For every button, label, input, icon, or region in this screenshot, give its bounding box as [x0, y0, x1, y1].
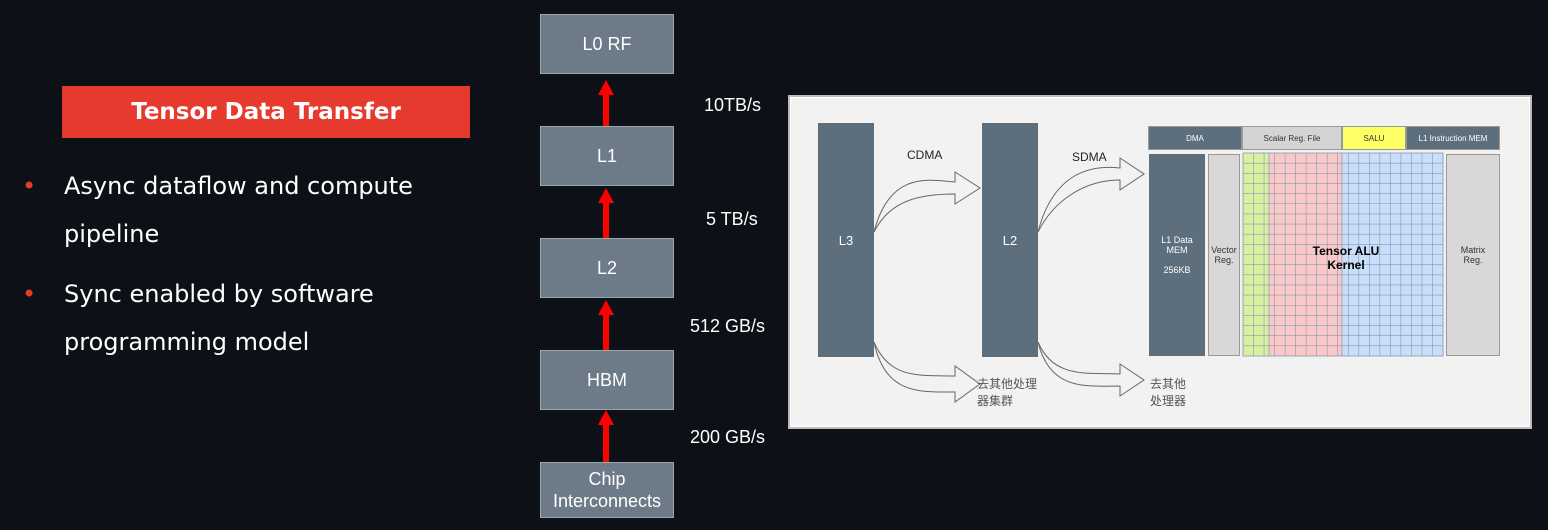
bullet-item: • Sync enabled by software programming mo…	[22, 270, 492, 366]
bandwidth-label: 5 TB/s	[706, 209, 758, 229]
l1-data-mem-block: L1 Data MEM 256KB	[1149, 154, 1205, 356]
vector-reg-label: Vector Reg.	[1211, 245, 1237, 265]
sdma-label: SDMA	[1072, 150, 1107, 164]
scalar-reg-header: Scalar Reg. File	[1242, 126, 1342, 150]
bandwidth-label: 200 GB/s	[690, 427, 766, 447]
l1-imem-header: L1 Instruction MEM	[1406, 126, 1500, 150]
arrow-shaft	[603, 314, 609, 350]
section-title: Tensor Data Transfer	[62, 86, 470, 138]
arrow-head	[598, 410, 614, 425]
bullet-dot-icon: •	[22, 172, 37, 200]
other-cluster-label: 去其他处理器集群	[977, 377, 1038, 408]
matrix-reg-block: Matrix Reg.	[1446, 154, 1500, 356]
arrow-shaft	[603, 202, 609, 238]
arrow-head	[598, 188, 614, 203]
salu-header: SALU	[1342, 126, 1406, 150]
arrow-shaft	[603, 94, 609, 126]
tensor-alu-label: Tensor ALU Kernel	[1312, 244, 1380, 272]
bandwidth-label: 10TB/s	[704, 95, 762, 115]
bullet-dot-icon: •	[22, 280, 37, 308]
mem-hbm: HBM	[540, 350, 674, 410]
other-proc-label: 去其他处理器	[1150, 377, 1187, 408]
matrix-reg-label: Matrix Reg.	[1460, 245, 1486, 265]
l1-data-label: L1 Data MEM	[1161, 235, 1193, 255]
sdma-arrow	[1037, 157, 1145, 233]
l3-block: L3	[818, 123, 874, 357]
l1-size-label: 256KB	[1163, 265, 1191, 275]
l2-down-arrow	[1037, 341, 1145, 397]
cdma-arrow	[873, 171, 981, 233]
tensor-grid	[1242, 152, 1444, 357]
l2-block: L2	[982, 123, 1038, 357]
arrow-head	[598, 300, 614, 315]
dma-header: DMA	[1148, 126, 1242, 150]
vector-reg-block: Vector Reg.	[1208, 154, 1240, 356]
l3-down-arrow	[873, 341, 981, 403]
mem-l1: L1	[540, 126, 674, 186]
mem-l2: L2	[540, 238, 674, 298]
bullet-text: Sync enabled by software programming mod…	[64, 280, 374, 356]
arrow-head	[598, 80, 614, 95]
bandwidth-label: 512 GB/s	[690, 316, 766, 336]
bullet-text: Async dataflow and compute pipeline	[64, 172, 413, 248]
cdma-label: CDMA	[907, 148, 943, 162]
bullet-list: • Async dataflow and compute pipeline • Sy…	[22, 162, 492, 378]
mem-chip-interconnects: Chip Interconnects	[540, 462, 674, 518]
bullet-item: • Async dataflow and compute pipeline	[22, 162, 492, 258]
arrow-shaft	[603, 424, 609, 462]
mem-l0rf: L0 RF	[540, 14, 674, 74]
